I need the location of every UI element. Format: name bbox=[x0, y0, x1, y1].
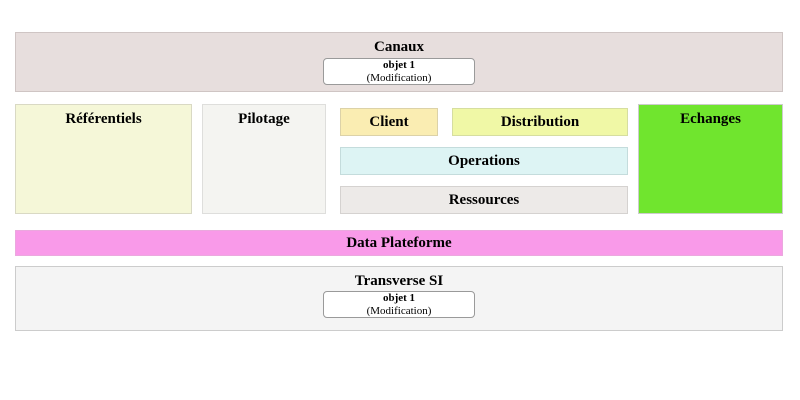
zone-operations-title: Operations bbox=[448, 153, 520, 169]
zone-distribution: Distribution bbox=[452, 108, 628, 136]
zone-operations: Operations bbox=[340, 147, 628, 175]
zone-pilotage-title: Pilotage bbox=[238, 111, 290, 127]
zone-ressources-title: Ressources bbox=[448, 192, 520, 208]
zone-echanges: Echanges bbox=[638, 104, 783, 214]
zone-client-title: Client bbox=[369, 114, 409, 130]
zone-data-plateforme-title: Data Plateforme bbox=[346, 235, 452, 251]
zone-ressources: Ressources bbox=[340, 186, 628, 214]
zone-transverse-si: Transverse SI objet 1 (Modification) bbox=[15, 266, 783, 331]
zone-pilotage: Pilotage bbox=[202, 104, 326, 214]
zone-echanges-title: Echanges bbox=[680, 111, 741, 127]
zone-client: Client bbox=[340, 108, 438, 136]
zone-canaux: Canaux objet 1 (Modification) bbox=[15, 32, 783, 92]
zone-referentiels: Référentiels bbox=[15, 104, 192, 214]
objet-node-detail: (Modification) bbox=[366, 304, 432, 317]
objet-node-detail: (Modification) bbox=[366, 71, 432, 84]
zone-canaux-title: Canaux bbox=[373, 39, 425, 55]
zone-transverse-si-title: Transverse SI bbox=[354, 273, 444, 289]
zone-distribution-title: Distribution bbox=[500, 114, 580, 130]
objet-node-name: objet 1 bbox=[382, 292, 416, 305]
objet-node-canaux[interactable]: objet 1 (Modification) bbox=[323, 58, 475, 85]
objet-node-name: objet 1 bbox=[382, 59, 416, 72]
objet-node-transverse-si[interactable]: objet 1 (Modification) bbox=[323, 291, 475, 318]
zone-referentiels-title: Référentiels bbox=[65, 111, 142, 127]
zone-data-plateforme: Data Plateforme bbox=[15, 230, 783, 256]
